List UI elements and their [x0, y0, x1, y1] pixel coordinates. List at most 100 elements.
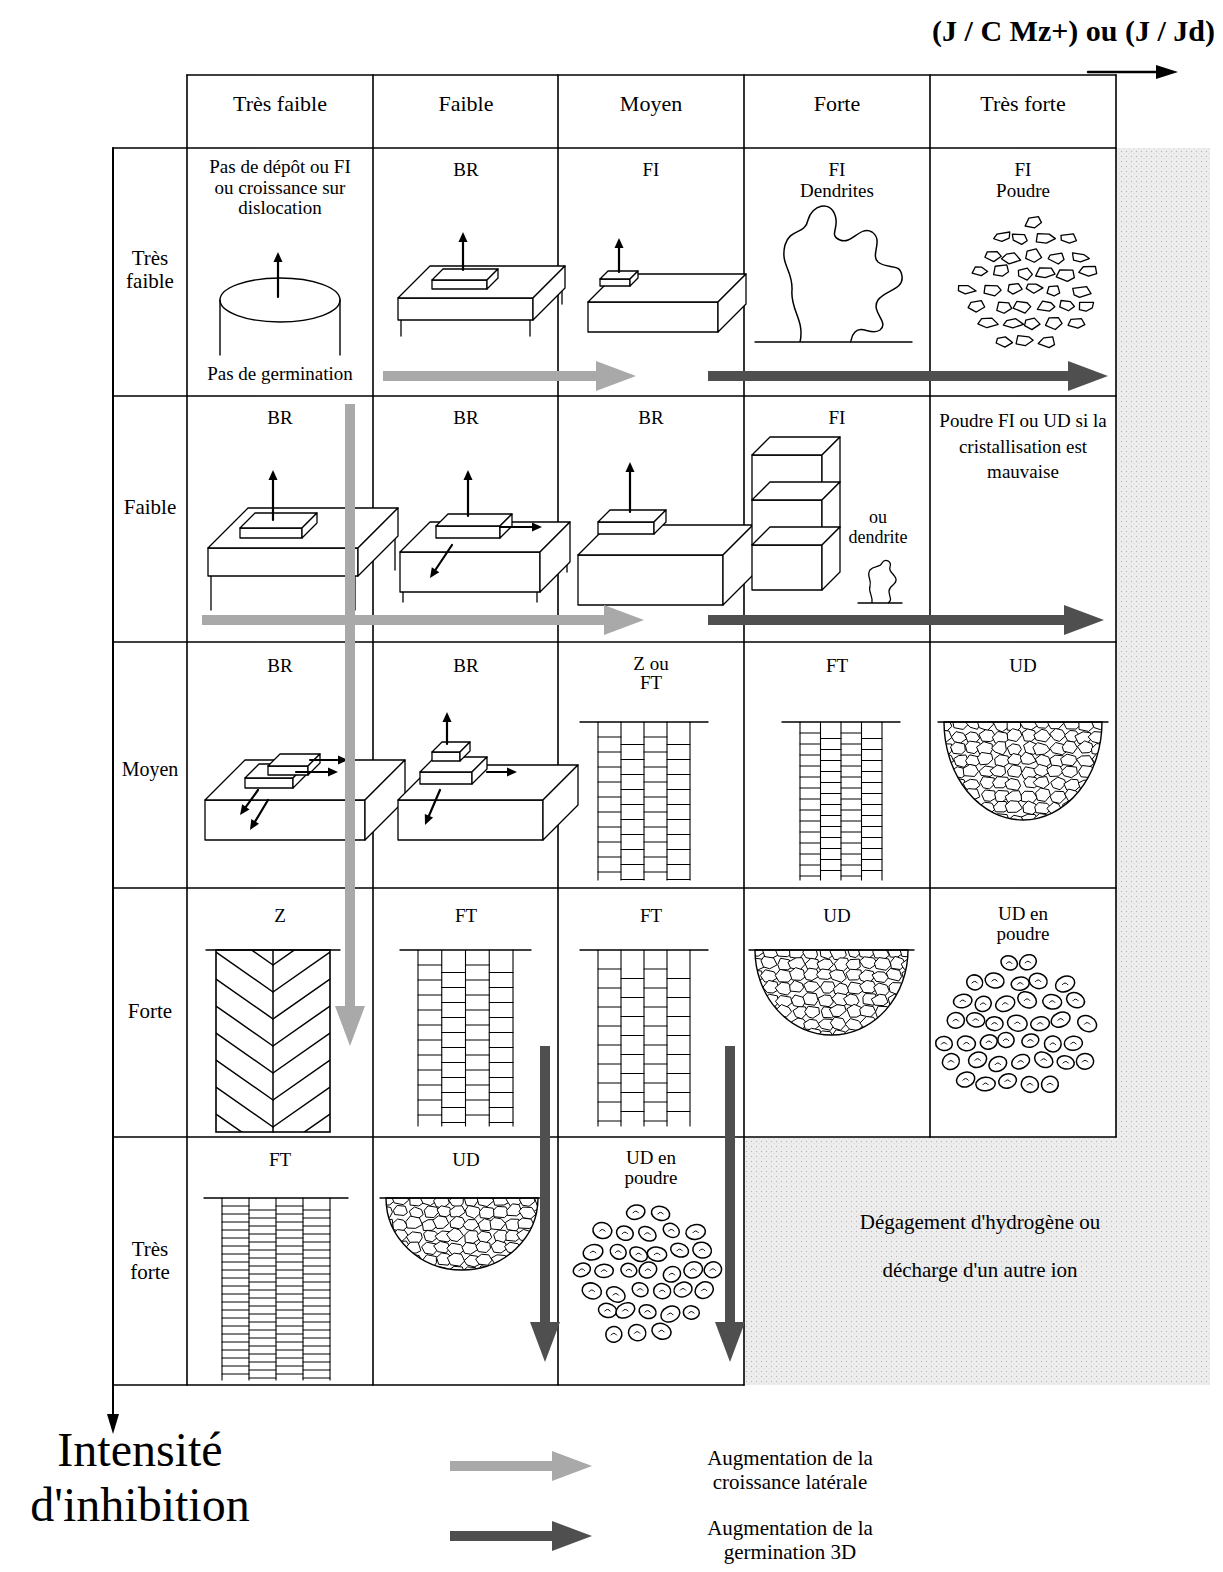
line	[667, 1016, 690, 1017]
grain	[749, 1031, 764, 1044]
line	[489, 1077, 513, 1078]
grain-detail	[1003, 1039, 1009, 1041]
line	[644, 737, 667, 738]
row-header: Très faible	[115, 247, 185, 293]
powder-grain	[1013, 301, 1031, 313]
line	[216, 1114, 273, 1132]
line	[929, 75, 931, 1137]
powder-grain	[636, 1259, 659, 1281]
table-cell: FI Poudre	[987, 160, 1059, 202]
grain	[966, 800, 981, 813]
line	[821, 782, 842, 783]
grain	[901, 994, 916, 1006]
line	[277, 258, 279, 297]
line	[249, 1338, 276, 1339]
line	[249, 1314, 276, 1315]
grain	[1092, 766, 1106, 778]
powder-grain	[1032, 1049, 1056, 1071]
grain-detail	[634, 1332, 640, 1334]
grain	[887, 1007, 903, 1018]
block-front	[752, 545, 822, 590]
line	[821, 793, 842, 794]
grain-detail	[645, 1311, 651, 1313]
powder-grain	[1040, 1075, 1060, 1094]
line	[222, 1230, 249, 1231]
line	[216, 1087, 273, 1127]
line	[249, 1330, 276, 1331]
line	[667, 774, 690, 775]
powder-grain	[1001, 253, 1020, 264]
grain	[447, 1253, 464, 1266]
powder-grain	[1079, 266, 1097, 276]
line	[466, 1115, 490, 1116]
powder-grain	[653, 1282, 672, 1300]
block-side	[543, 765, 578, 840]
line	[841, 821, 862, 822]
powder-grain	[637, 1303, 658, 1321]
line	[821, 804, 842, 805]
powder-grain	[1056, 270, 1074, 282]
axis-title: Intensité d'inhibition	[0, 1422, 280, 1532]
grain	[874, 983, 890, 996]
line	[598, 812, 621, 813]
grain	[803, 993, 818, 1006]
column-header: Très faible	[192, 92, 368, 116]
arrowhead	[507, 768, 517, 777]
line	[800, 876, 821, 877]
line	[222, 1222, 249, 1223]
powder-grain	[691, 1240, 713, 1260]
line	[862, 749, 883, 750]
line	[821, 848, 842, 849]
line	[629, 468, 631, 512]
grain-detail	[941, 1043, 947, 1045]
line	[418, 1055, 442, 1056]
line	[821, 738, 842, 739]
block-side	[533, 266, 565, 320]
line	[276, 1262, 303, 1263]
powder-grain	[986, 1054, 1009, 1075]
grain-detail	[1027, 1040, 1033, 1042]
line	[466, 1085, 490, 1086]
line	[489, 1002, 513, 1003]
grain	[1092, 777, 1109, 790]
grain-detail	[1063, 1061, 1069, 1063]
line	[249, 1298, 276, 1299]
grain-detail	[1041, 1059, 1047, 1061]
arrowhead	[425, 814, 433, 825]
line	[442, 1077, 466, 1078]
grain-detail	[960, 1000, 966, 1002]
line	[667, 1092, 690, 1093]
grain	[846, 959, 860, 970]
row-header: Faible	[114, 496, 186, 519]
grain	[977, 719, 993, 731]
legend-text: Augmentation de la croissance latérale	[680, 1446, 900, 1494]
line	[303, 1314, 330, 1315]
line	[276, 1238, 303, 1239]
grain	[1034, 729, 1051, 742]
grain-detail	[973, 1019, 979, 1021]
grain-detail	[983, 1083, 989, 1085]
grain-detail	[980, 1003, 986, 1005]
line	[643, 950, 644, 1126]
line	[303, 1346, 330, 1347]
line	[273, 1006, 330, 1046]
grain-detail	[1062, 983, 1068, 985]
grain	[464, 1194, 479, 1206]
powder-grain	[672, 1280, 694, 1299]
line	[418, 995, 442, 996]
line	[644, 969, 667, 970]
arrowhead	[430, 567, 439, 578]
line	[216, 1033, 273, 1073]
grain	[844, 994, 860, 1006]
trend-arrow	[708, 361, 1108, 391]
line	[621, 819, 644, 820]
line	[862, 837, 883, 838]
line	[667, 789, 690, 790]
grain	[1020, 752, 1036, 764]
line	[667, 819, 690, 820]
grain	[522, 1254, 537, 1265]
powder-grain	[1012, 234, 1027, 244]
grain-detail	[992, 1023, 998, 1025]
block-front	[398, 298, 533, 320]
line	[275, 1198, 276, 1380]
